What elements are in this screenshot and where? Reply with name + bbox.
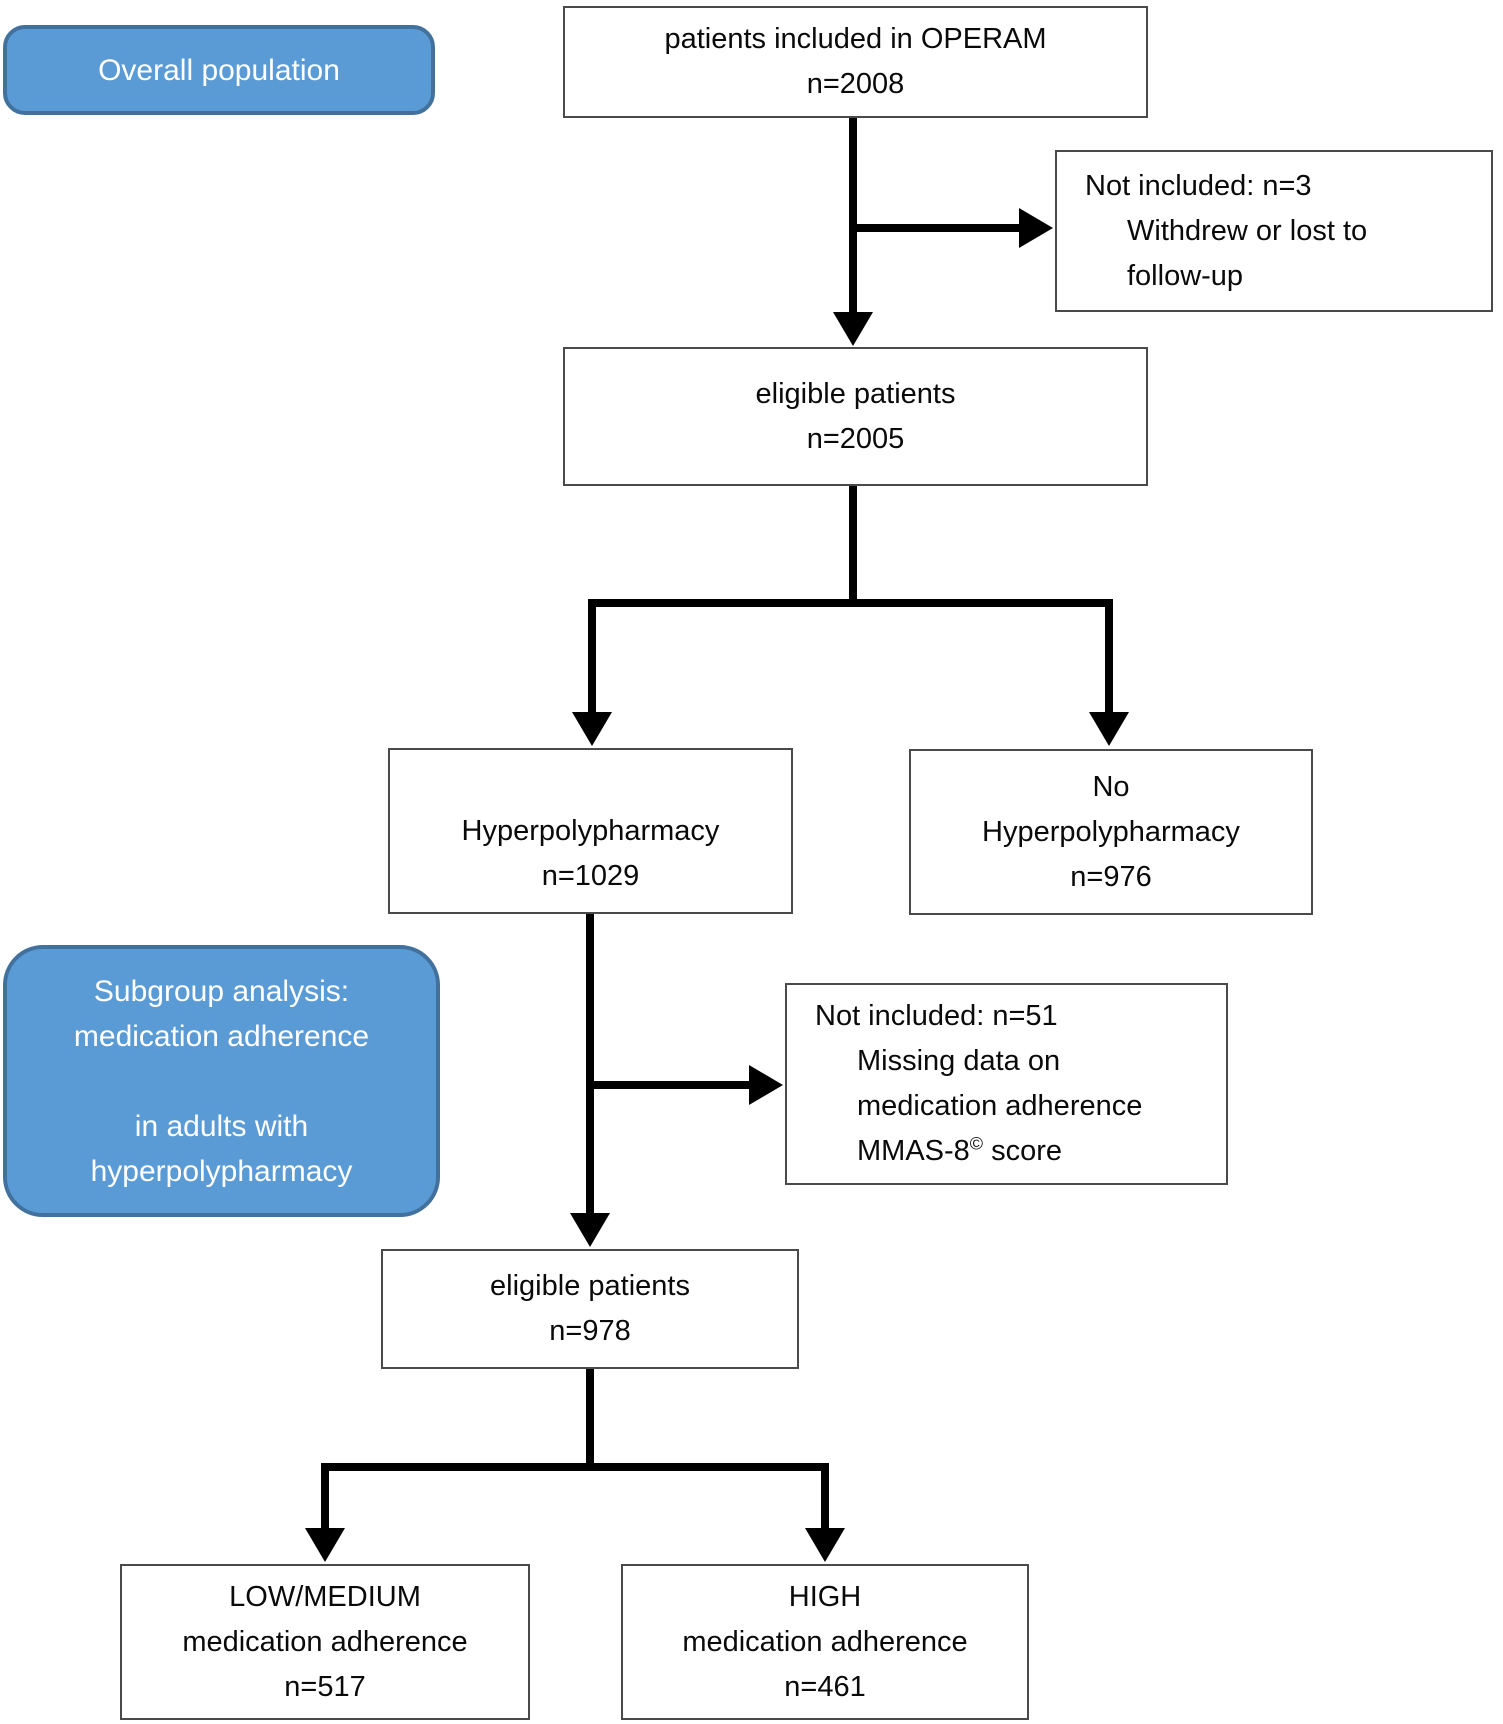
high-adherence-box: HIGH medication adherence n=461 [621, 1564, 1029, 1720]
connector-branch-not-included-top [849, 224, 1019, 232]
not-included-mid-line1: Not included: n=51 [815, 1000, 1058, 1032]
included-patients-title: patients included in OPERAM [664, 23, 1047, 55]
not-included-top-line1: Not included: n=3 [1085, 169, 1312, 202]
arrowhead-low-medium-icon [305, 1528, 345, 1562]
high-count: n=461 [784, 1670, 866, 1703]
overall-population-callout: Overall population [3, 25, 435, 115]
not-included-mid-box: Not included: n=51 Missing data on medic… [785, 983, 1228, 1185]
included-patients-box: patients included in OPERAM n=2008 [563, 6, 1148, 118]
hyperpolypharmacy-count: n=1029 [541, 859, 640, 892]
eligible-patients-2-box: eligible patients n=978 [381, 1249, 799, 1369]
connector-eligible1-stem [849, 486, 857, 607]
arrowhead-eligible1-icon [833, 312, 873, 346]
arrowhead-not-included-mid-icon [749, 1065, 783, 1105]
no-hyperpolypharmacy-box: No Hyperpolypharmacy n=976 [909, 749, 1313, 915]
hyperpolypharmacy-title: Hyperpolypharmacy [461, 814, 720, 847]
not-included-top-line2: Withdrew or lost to [1127, 214, 1368, 247]
not-included-mid-line2: Missing data on [857, 1045, 1061, 1077]
connector-to-low-medium [321, 1463, 329, 1528]
eligible-patients-2-title: eligible patients [490, 1270, 690, 1302]
not-included-top-line3: follow-up [1127, 259, 1244, 292]
arrowhead-high-icon [805, 1528, 845, 1562]
connector-eligible2-stem [586, 1369, 594, 1471]
arrowhead-hyper-icon [572, 712, 612, 746]
low-medium-line1: LOW/MEDIUM [229, 1580, 421, 1613]
connector-to-high [821, 1463, 829, 1528]
low-medium-count: n=517 [284, 1670, 366, 1703]
connector-included-to-eligible1 [849, 118, 857, 312]
mmas-suffix: score [983, 1135, 1063, 1167]
eligible-patients-1-box: eligible patients n=2005 [563, 347, 1148, 486]
connector-branch-not-included-mid [586, 1081, 749, 1089]
eligible-patients-2-count: n=978 [549, 1315, 631, 1347]
connector-to-no-hyper [1105, 599, 1113, 712]
eligible-patients-1-title: eligible patients [755, 377, 956, 410]
subgroup-line1: Subgroup analysis: [93, 974, 350, 1008]
arrowhead-no-hyper-icon [1089, 712, 1129, 746]
connector-split-bar-1 [588, 599, 1113, 607]
high-line1: HIGH [788, 1580, 862, 1613]
low-medium-adherence-box: LOW/MEDIUM medication adherence n=517 [120, 1564, 530, 1720]
connector-hyper-to-eligible2 [586, 914, 594, 1214]
subgroup-line2: medication adherence [73, 1019, 370, 1053]
no-hyperpolypharmacy-count: n=976 [1070, 860, 1152, 893]
subgroup-line4: in adults with [134, 1109, 309, 1143]
no-hyperpolypharmacy-line1: No [1092, 770, 1130, 803]
hyperpolypharmacy-box: Hyperpolypharmacy n=1029 [388, 748, 793, 914]
connector-to-hyper [588, 599, 596, 712]
included-patients-count: n=2008 [806, 68, 905, 100]
arrowhead-not-included-top-icon [1019, 208, 1053, 248]
low-medium-line2: medication adherence [182, 1625, 468, 1658]
not-included-top-box: Not included: n=3 Withdrew or lost to fo… [1055, 150, 1493, 312]
subgroup-line5: hyperpolypharmacy [90, 1154, 353, 1188]
not-included-mid-line4: MMAS-8© score [787, 1129, 1226, 1174]
eligible-patients-1-count: n=2005 [806, 422, 905, 455]
overall-population-label: Overall population [98, 53, 340, 87]
arrowhead-eligible2-icon [570, 1213, 610, 1247]
mmas-prefix: MMAS-8 [857, 1135, 970, 1167]
high-line2: medication adherence [682, 1625, 968, 1658]
copyright-symbol: © [969, 1133, 984, 1154]
no-hyperpolypharmacy-line2: Hyperpolypharmacy [982, 815, 1240, 848]
connector-split-bar-2 [321, 1463, 829, 1471]
not-included-mid-line3: medication adherence [857, 1090, 1143, 1122]
subgroup-analysis-callout: Subgroup analysis: medication adherence … [3, 945, 440, 1217]
